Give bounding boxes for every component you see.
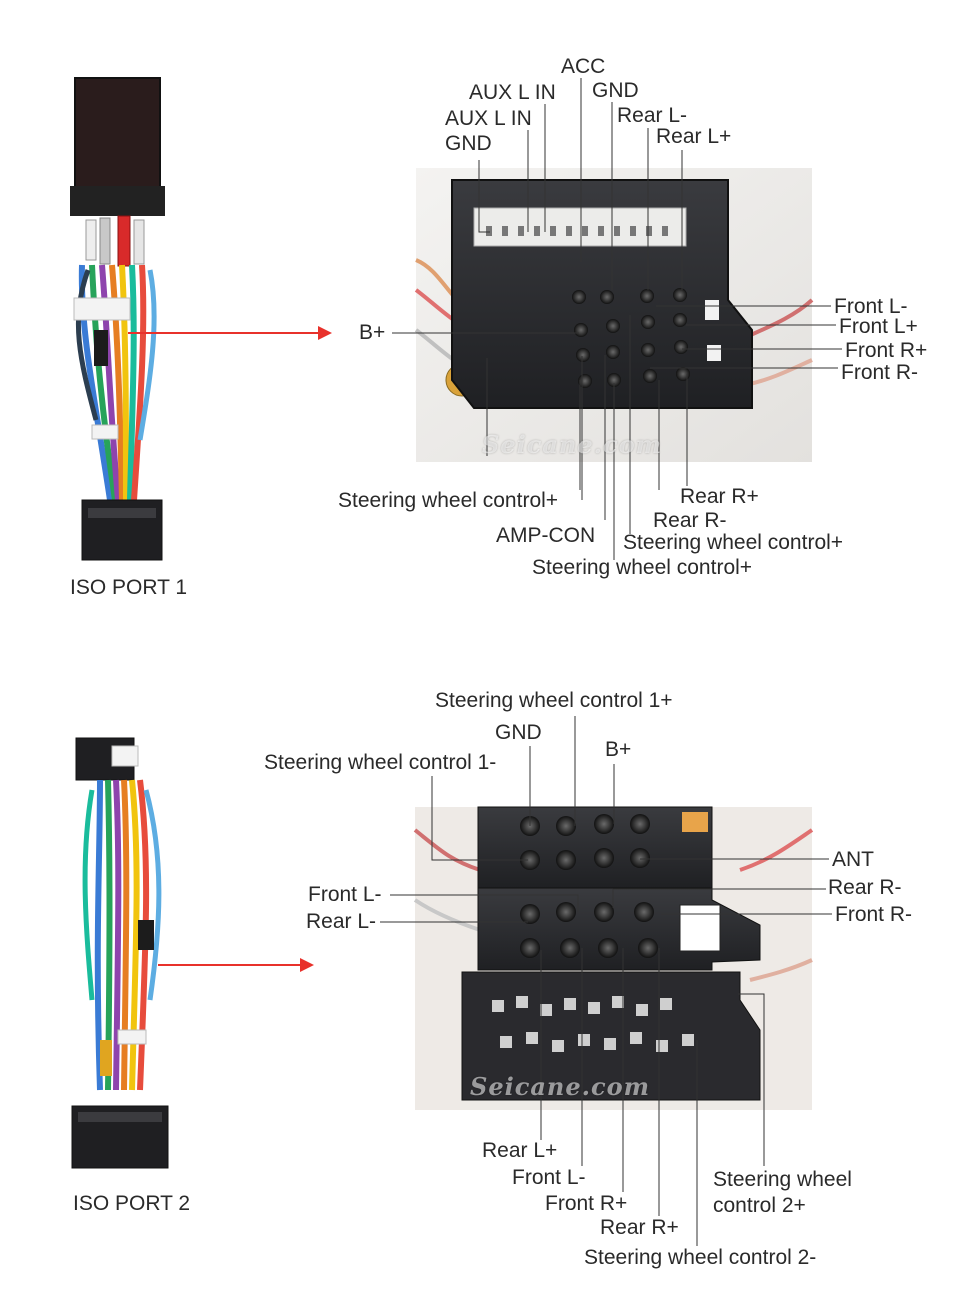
label-rear-l-minus-port2: Rear L- <box>306 910 377 933</box>
label-ant: ANT <box>832 848 874 871</box>
connector-1-image <box>414 168 814 462</box>
label-steering-control-plus-b: Steering wheel control+ <box>623 531 844 554</box>
label-b-plus-port1: B+ <box>359 321 386 344</box>
label-aux-l-in-upper: AUX L IN <box>469 81 556 104</box>
label-rear-l-minus-top: Rear L- <box>617 104 688 127</box>
label-gnd-top-right: GND <box>592 79 639 102</box>
connector-1-pin-grid <box>572 288 690 388</box>
socket-1-pins <box>486 226 668 236</box>
label-gnd-top-left: GND <box>445 132 492 155</box>
label-steering-control-plus-a: Steering wheel control+ <box>338 489 559 512</box>
label-front-l-minus-port2-bottom: Front L- <box>512 1166 586 1189</box>
label-rear-l-plus-port2: Rear L+ <box>482 1139 558 1162</box>
label-front-l-plus-port1: Front L+ <box>839 315 918 338</box>
label-rear-l-plus-top: Rear L+ <box>656 125 732 148</box>
label-steering-control-2-plus-line2: control 2+ <box>713 1194 806 1217</box>
watermark-1: Seicane.com <box>482 430 662 459</box>
label-steering-control-1-minus: Steering wheel control 1- <box>264 751 497 774</box>
harness-2-image <box>71 737 169 1169</box>
label-gnd-port2: GND <box>495 721 542 744</box>
connector-2-image <box>413 806 814 1110</box>
leaders-1 <box>392 78 842 560</box>
label-steering-control-1-plus: Steering wheel control 1+ <box>435 689 673 712</box>
label-front-r-plus-port1: Front R+ <box>845 339 928 362</box>
label-front-r-plus-port2: Front R+ <box>545 1192 628 1215</box>
label-steering-control-2-minus: Steering wheel control 2- <box>584 1246 817 1269</box>
label-steering-control-plus-c: Steering wheel control+ <box>532 556 753 579</box>
label-front-r-minus-port2: Front R- <box>835 903 913 926</box>
label-amp-con: AMP-CON <box>496 524 596 547</box>
port-2-title: ISO PORT 2 <box>73 1192 191 1215</box>
label-rear-r-plus-port2: Rear R+ <box>600 1216 679 1239</box>
label-front-l-minus-port2-left: Front L- <box>308 883 382 906</box>
port-1-title: ISO PORT 1 <box>70 576 188 599</box>
connector-2-lower-pins <box>492 996 694 1052</box>
label-rear-r-minus-port2: Rear R- <box>828 876 902 899</box>
label-b-plus-port2: B+ <box>605 738 632 761</box>
label-aux-l-in-lower: AUX L IN <box>445 107 532 130</box>
connector-2-pin-grid <box>520 814 658 958</box>
label-rear-r-plus-port1: Rear R+ <box>680 485 759 508</box>
label-front-r-minus-port1: Front R- <box>841 361 919 384</box>
arrow-1 <box>128 326 332 340</box>
leaders-2 <box>380 716 832 1246</box>
harness-1-image <box>70 77 165 561</box>
label-steering-control-2-plus-line1: Steering wheel <box>713 1168 852 1191</box>
label-rear-r-minus-port1: Rear R- <box>653 509 727 532</box>
label-acc: ACC <box>561 55 606 78</box>
watermark-2: Seicane.com <box>470 1072 650 1101</box>
label-front-l-minus-port1: Front L- <box>834 295 908 318</box>
arrow-2 <box>158 958 314 972</box>
